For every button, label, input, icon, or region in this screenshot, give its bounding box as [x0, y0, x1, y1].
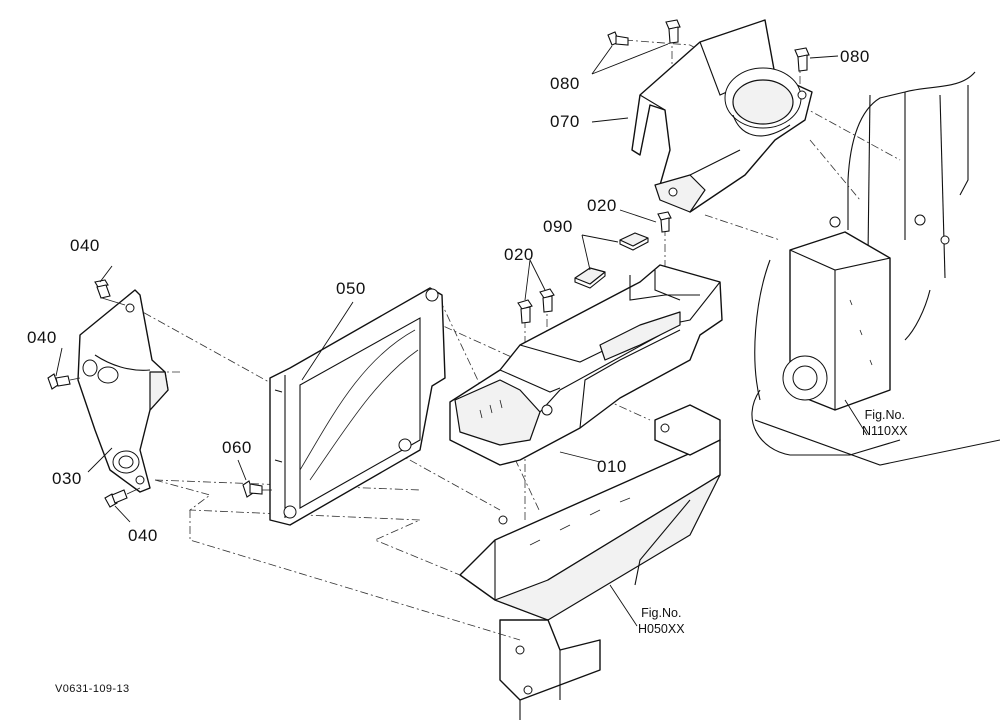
- bolt-020-c: [657, 211, 672, 233]
- fig-ref-n110xx-label: Fig.No.: [864, 408, 905, 422]
- bolts: [47, 19, 810, 508]
- label-040-left: 040: [27, 328, 57, 347]
- label-080-right: 080: [840, 47, 870, 66]
- machine-frame-right: [751, 71, 1000, 466]
- console-base-bracket: [459, 404, 721, 720]
- label-080-left: 080: [550, 74, 580, 93]
- label-090: 090: [543, 217, 573, 236]
- label-070: 070: [550, 112, 580, 131]
- label-020-right: 020: [587, 196, 617, 215]
- part-070-cup-holder: [631, 19, 813, 213]
- part-010-center-console: [449, 264, 723, 466]
- fig-ref-n110xx: Fig.No. N110XX: [862, 408, 908, 439]
- fig-ref-h050xx: Fig.No. H050XX: [638, 606, 685, 637]
- label-060: 060: [222, 438, 252, 457]
- fig-ref-h050xx-code: H050XX: [638, 621, 685, 636]
- label-040-top: 040: [70, 236, 100, 255]
- label-030: 030: [52, 469, 82, 488]
- part-050-side-panel: [269, 287, 446, 526]
- bolt-040-left: [47, 373, 81, 390]
- bolt-040-bottom: [104, 487, 141, 508]
- bolt-080-b: [665, 19, 681, 44]
- bolt-040-top: [94, 279, 126, 306]
- fig-ref-h050xx-label: Fig.No.: [641, 606, 682, 620]
- part-030-side-cover: [77, 289, 169, 493]
- label-010: 010: [597, 457, 627, 476]
- bolt-080-a: [607, 31, 629, 46]
- fig-ref-n110xx-code: N110XX: [862, 423, 908, 438]
- label-040-bottom: 040: [128, 526, 158, 545]
- drawing-code: V0631-109-13: [55, 683, 130, 695]
- part-090-mats: [574, 232, 649, 289]
- bolt-060: [242, 480, 272, 498]
- bolt-020-b: [539, 288, 555, 313]
- label-020-left: 020: [504, 245, 534, 264]
- label-050: 050: [336, 279, 366, 298]
- bolt-020-a: [517, 299, 533, 324]
- bolt-080-c: [794, 47, 810, 72]
- leader-lines: [55, 43, 868, 627]
